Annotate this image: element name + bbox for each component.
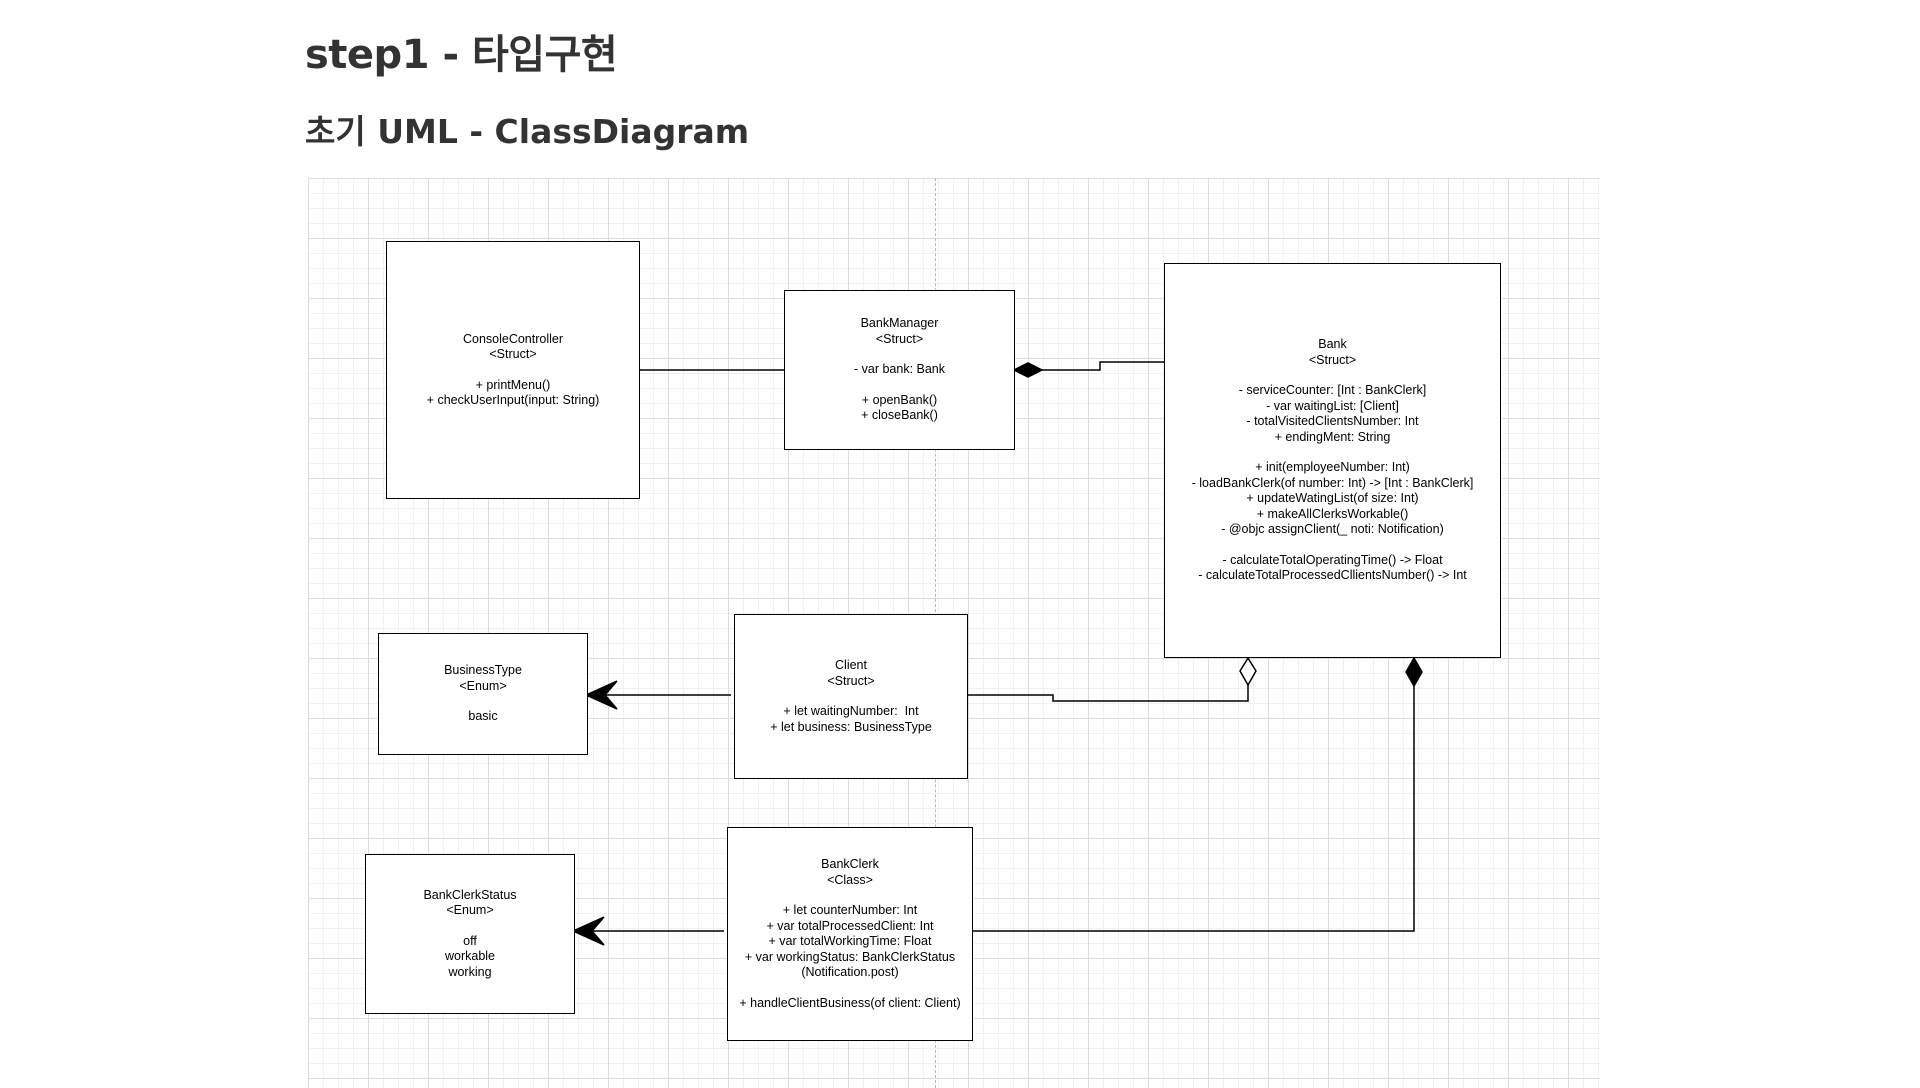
- class-member: - @objc assignClient(_ noti: Notificatio…: [1221, 522, 1444, 537]
- enum-case: working: [448, 964, 492, 979]
- class-member: + makeAllClerksWorkable(): [1256, 506, 1409, 521]
- class-member: - var bank: Bank: [853, 362, 945, 377]
- class-stereotype: <Struct>: [489, 347, 537, 361]
- class-name: Bank: [1318, 337, 1347, 352]
- enum-case: off: [463, 933, 477, 948]
- class-member: + let counterNumber: Int: [782, 903, 918, 917]
- relation-bank-bankmanager: [1042, 361, 1164, 371]
- class-member: + openBank(): [861, 392, 938, 407]
- class-name: BankClerk: [821, 857, 879, 871]
- class-member: - loadBankClerk(of number: Int) -> [Int …: [1191, 475, 1474, 490]
- class-name: BankManager: [860, 316, 939, 331]
- class-name: Client: [835, 658, 867, 672]
- class-box-bank[interactable]: Bank <Struct> - serviceCounter: [Int : B…: [1164, 263, 1501, 658]
- class-member: + var workingStatus: BankClerkStatus: [744, 949, 956, 964]
- class-member: + printMenu(): [475, 377, 551, 392]
- class-member: - totalVisitedClientsNumber: Int: [1246, 414, 1419, 429]
- class-member: - var waitingList: [Client]: [1266, 398, 1399, 413]
- relation-lines: [571, 361, 1423, 946]
- class-member: + var totalProcessedClient: Int: [766, 918, 934, 933]
- class-properties: - var bank: Bank: [854, 362, 945, 378]
- section-subtitle: 초기 UML - ClassDiagram: [305, 112, 750, 151]
- page-title: step1 - 타입구현: [305, 32, 618, 78]
- enum-cases: off workable working: [445, 934, 495, 981]
- arrowhead-icon: [584, 680, 618, 710]
- class-member: + let business: BusinessType: [770, 719, 932, 734]
- class-member: - calculateTotalOperatingTime() -> Float: [1222, 552, 1443, 567]
- uml-class-diagram: ConsoleController <Struct> + printMenu()…: [308, 178, 1600, 1088]
- class-stereotype: <Enum>: [446, 903, 494, 918]
- class-name: ConsoleController: [462, 331, 564, 346]
- class-box-businesstype[interactable]: BusinessType <Enum> basic: [378, 633, 588, 755]
- class-name: BusinessType: [444, 663, 522, 678]
- composition-diamond-icon: [1012, 362, 1044, 378]
- aggregation-diamond-icon: [1239, 656, 1257, 687]
- class-member: - calculateTotalProcessedCllientsNumber(…: [1198, 568, 1467, 583]
- class-properties: + let waitingNumber: Int + let business:…: [770, 704, 932, 735]
- class-box-bankclerkstatus[interactable]: BankClerkStatus <Enum> off workable work…: [365, 854, 575, 1014]
- class-member: + let waitingNumber: Int: [783, 704, 919, 718]
- class-member: - serviceCounter: [Int : BankClerk]: [1238, 383, 1427, 398]
- class-properties: + let counterNumber: Int + var totalProc…: [745, 903, 955, 981]
- class-methods: + openBank() + closeBank(): [861, 393, 938, 424]
- class-box-bankmanager[interactable]: BankManager <Struct> - var bank: Bank + …: [784, 290, 1015, 450]
- class-member: + closeBank(): [861, 408, 938, 423]
- enum-case: basic: [468, 709, 498, 724]
- class-methods: + handleClientBusiness(of client: Client…: [739, 996, 960, 1012]
- class-stereotype: <Struct>: [827, 673, 875, 688]
- class-properties: - serviceCounter: [Int : BankClerk] - va…: [1239, 383, 1427, 445]
- relation-client-bank: [966, 685, 1249, 702]
- class-member: (Notification.post): [801, 965, 899, 979]
- class-name: BankClerkStatus: [423, 887, 517, 902]
- class-box-bankclerk[interactable]: BankClerk <Class> + let counterNumber: I…: [727, 827, 973, 1041]
- arrowhead-icon: [571, 916, 605, 946]
- composition-diamond-icon: [1405, 656, 1423, 688]
- enum-cases: basic: [468, 709, 497, 725]
- class-stereotype: <Struct>: [1308, 352, 1357, 367]
- class-member: + endingMent: String: [1274, 429, 1391, 444]
- class-methods: + printMenu() + checkUserInput(input: St…: [427, 378, 600, 409]
- class-member: + init(employeeNumber: Int): [1255, 460, 1410, 475]
- class-member: + var totalWorkingTime: Float: [768, 934, 932, 948]
- class-stereotype: <Struct>: [875, 331, 924, 346]
- class-stereotype: <Class>: [827, 872, 873, 887]
- class-box-client[interactable]: Client <Struct> + let waitingNumber: Int…: [734, 614, 968, 779]
- relation-bankclerk-bank: [972, 686, 1415, 932]
- enum-case: workable: [444, 949, 496, 964]
- class-member: + updateWatingList(of size: Int): [1246, 491, 1419, 506]
- class-member: + checkUserInput(input: String): [426, 393, 600, 407]
- class-methods: + init(employeeNumber: Int) - loadBankCl…: [1192, 460, 1474, 538]
- class-methods-private: - calculateTotalOperatingTime() -> Float…: [1198, 553, 1467, 584]
- class-box-consolecontroller[interactable]: ConsoleController <Struct> + printMenu()…: [386, 241, 640, 499]
- class-stereotype: <Enum>: [459, 678, 507, 693]
- class-member: + handleClientBusiness(of client: Client…: [739, 995, 961, 1010]
